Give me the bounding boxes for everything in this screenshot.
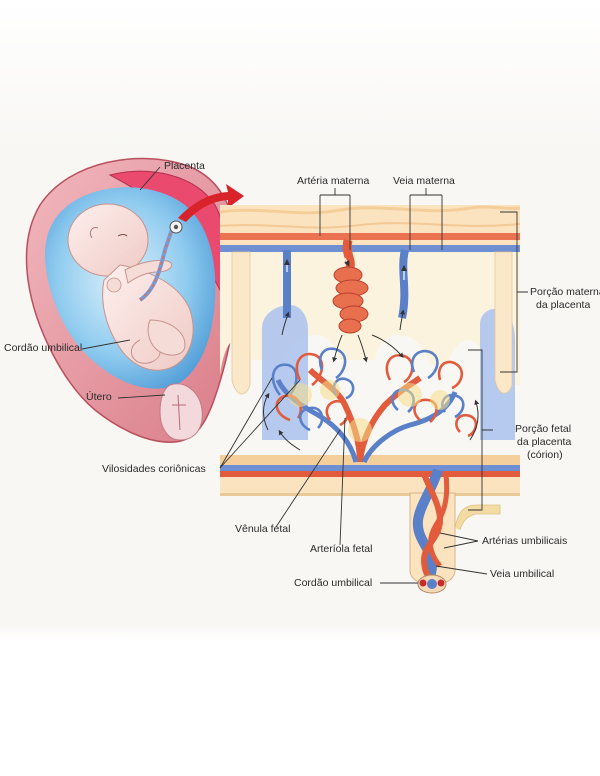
label-utero: Útero — [86, 391, 112, 404]
label-arteria-materna: Artéria materna — [297, 175, 369, 188]
label-porcao-fetal-line1: Porção fetal — [515, 423, 571, 436]
label-porcao-materna-line2: da placenta — [536, 299, 590, 312]
label-placenta: Placenta — [164, 160, 205, 173]
label-veia-materna: Veia materna — [393, 175, 455, 188]
label-venula-fetal: Vênula fetal — [235, 523, 290, 536]
label-porcao-fetal-line3: (córion) — [527, 449, 563, 462]
label-arterias-umbilicais: Artérias umbilicais — [482, 535, 567, 548]
label-vilosidades-corionicas: Vilosidades coriônicas — [102, 463, 206, 476]
label-arteriola-fetal: Arteríola fetal — [310, 543, 372, 556]
label-cordao-umbilical-bottom: Cordão umbilical — [294, 577, 372, 590]
label-porcao-fetal-line2: da placenta — [517, 436, 571, 449]
label-cordao-umbilical-left: Cordão umbilical — [4, 342, 82, 355]
label-veia-umbilical: Veia umbilical — [490, 568, 554, 581]
label-porcao-materna-line1: Porção materna — [530, 286, 600, 299]
